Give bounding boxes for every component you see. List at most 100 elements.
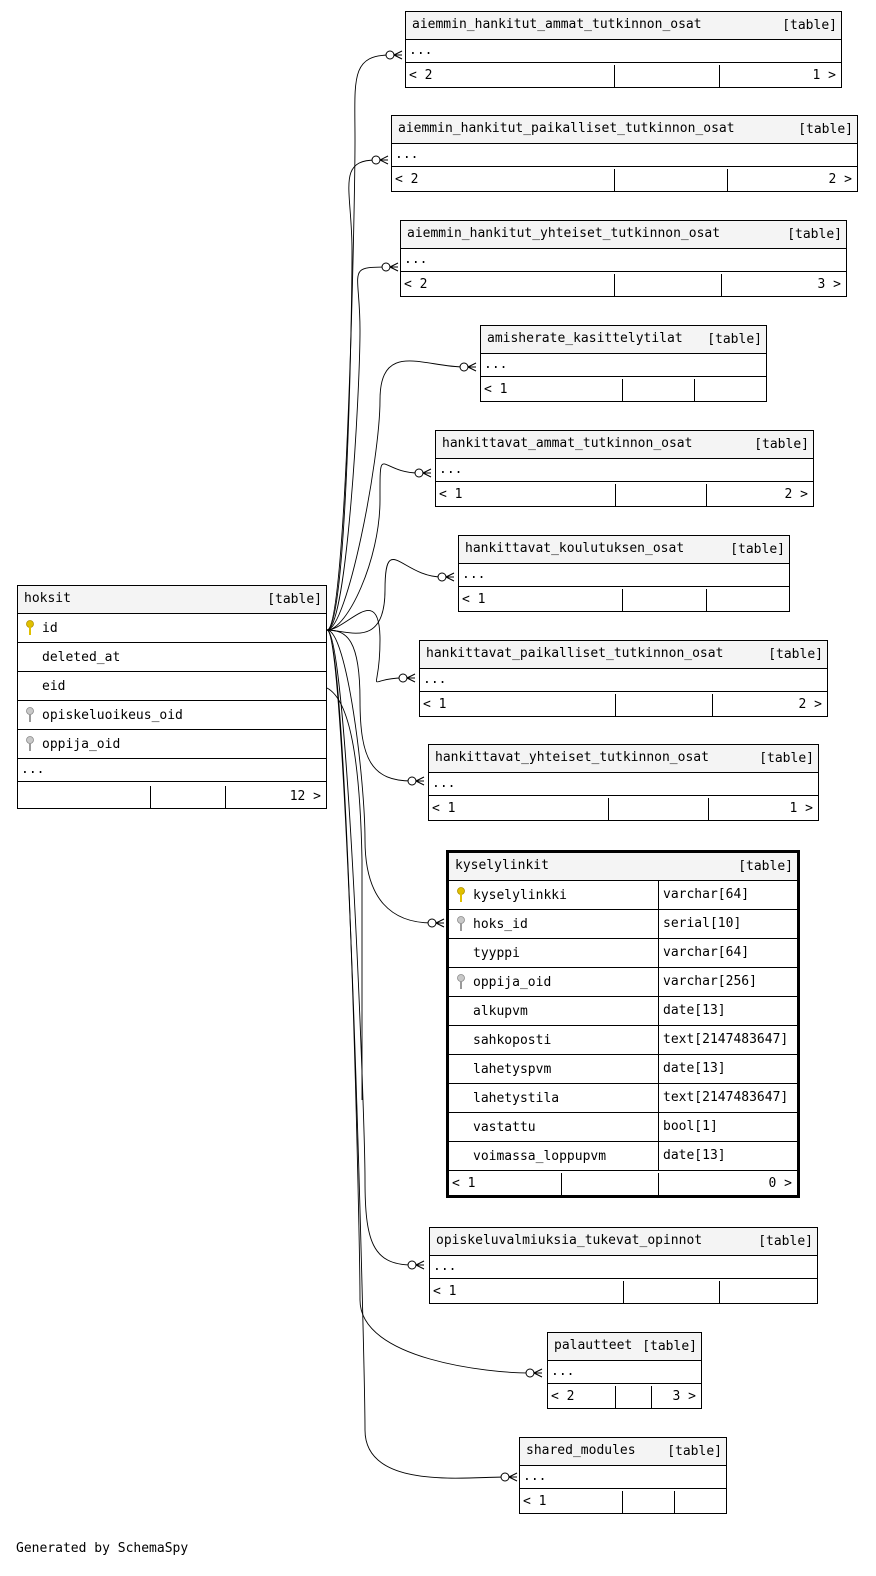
column-row[interactable]: eid	[18, 672, 326, 701]
table-amisherate_kasittelytilat[interactable]: amisherate_kasittelytilat[table]...< 1	[480, 325, 767, 402]
generator-credit: Generated by SchemaSpy	[16, 1541, 189, 1556]
more-columns: ...	[436, 459, 813, 482]
table-kind: [table]	[642, 1339, 697, 1354]
parents-count[interactable]: < 1	[523, 1494, 547, 1509]
crows-foot-marker	[467, 362, 477, 372]
table-footer: < 1 0 >	[449, 1173, 797, 1195]
parents-count[interactable]: < 1	[433, 1284, 457, 1299]
column-name: deleted_at	[42, 650, 121, 665]
column-row[interactable]: tyyppi varchar[64]	[449, 939, 797, 968]
relationship-line	[326, 629, 531, 1374]
table-footer: < 1	[481, 379, 766, 401]
children-count[interactable]: 3 >	[672, 1389, 696, 1404]
children-count[interactable]: 2 >	[784, 487, 808, 502]
children-count[interactable]: 2 >	[828, 172, 852, 187]
children-count[interactable]: 1 >	[812, 68, 836, 83]
table-aiemmin_hankitut_paikalliset_tutkinnon_osat[interactable]: aiemmin_hankitut_paikalliset_tutkinnon_o…	[391, 115, 858, 192]
column-name: lahetyspvm	[473, 1062, 552, 1077]
crows-foot-marker	[533, 1368, 543, 1378]
table-hankittavat_ammat_tutkinnon_osat[interactable]: hankittavat_ammat_tutkinnon_osat[table].…	[435, 430, 814, 507]
parents-count[interactable]: < 1	[439, 487, 463, 502]
table-hoksit[interactable]: hoksit [table] id deleted_at eid opiskel…	[17, 585, 327, 809]
column-row[interactable]: sahkoposti text[2147483647]	[449, 1026, 797, 1055]
primary-key-icon	[25, 620, 35, 640]
table-opiskeluvalmiuksia_tukevat_opinnot[interactable]: opiskeluvalmiuksia_tukevat_opinnot[table…	[429, 1227, 818, 1304]
crows-foot-marker	[389, 262, 399, 272]
column-name: tyyppi	[473, 946, 520, 961]
parents-count[interactable]: < 2	[395, 172, 419, 187]
ellipsis-text: ...	[523, 1469, 547, 1484]
column-row[interactable]: opiskeluoikeus_oid	[18, 701, 326, 730]
crows-foot-marker	[422, 468, 432, 478]
more-columns: ...	[18, 759, 326, 782]
crows-foot-marker	[415, 1260, 425, 1270]
parents-count[interactable]: < 1	[484, 382, 508, 397]
crows-foot-marker	[415, 776, 425, 786]
column-type: varchar[64]	[658, 881, 797, 909]
ellipsis-text: ...	[423, 672, 447, 687]
table-hankittavat_yhteiset_tutkinnon_osat[interactable]: hankittavat_yhteiset_tutkinnon_osat [tabl…	[428, 744, 819, 821]
ellipsis-text: ...	[484, 357, 508, 372]
table-header: hoksit [table]	[18, 586, 326, 614]
table-footer: < 1 2 >	[420, 694, 827, 716]
table-aiemmin_hankitut_ammat_tutkinnon_osat[interactable]: aiemmin_hankitut_ammat_tutkinnon_osat[ta…	[405, 11, 842, 88]
table-kind: [table]	[759, 751, 814, 766]
parents-count[interactable]: < 2	[551, 1389, 575, 1404]
children-count[interactable]: 3 >	[817, 277, 841, 292]
zero-cardinality-marker	[414, 468, 424, 478]
children-count[interactable]: 1 >	[789, 801, 813, 816]
column-row[interactable]: deleted_at	[18, 643, 326, 672]
column-row[interactable]: oppija_oid	[18, 730, 326, 759]
parents-count[interactable]: < 1	[462, 592, 486, 607]
parents-count[interactable]: < 1	[423, 697, 447, 712]
column-type: varchar[64]	[658, 939, 797, 967]
table-header: hankittavat_yhteiset_tutkinnon_osat [tabl…	[429, 745, 818, 773]
parents-count[interactable]: < 1	[452, 1176, 476, 1191]
zero-cardinality-marker	[371, 155, 381, 165]
column-type: date[13]	[658, 997, 797, 1025]
parents-count[interactable]: < 2	[409, 68, 433, 83]
column-row[interactable]: id	[18, 614, 326, 643]
table-footer: < 2 3 >	[548, 1386, 701, 1408]
table-name: hankittavat_yhteiset_tutkinnon_osat	[435, 750, 709, 765]
table-hankittavat_paikalliset_tutkinnon_osat[interactable]: hankittavat_paikalliset_tutkinnon_osat[t…	[419, 640, 828, 717]
table-shared_modules[interactable]: shared_modules[table]...< 1	[519, 1437, 727, 1514]
column-type: text[2147483647]	[658, 1026, 797, 1054]
table-name: amisherate_kasittelytilat	[487, 331, 683, 346]
more-columns: ...	[548, 1361, 701, 1384]
zero-cardinality-marker	[398, 673, 408, 683]
children-count[interactable]: 0 >	[768, 1176, 792, 1191]
table-hankittavat_koulutuksen_osat[interactable]: hankittavat_koulutuksen_osat[table]...< …	[458, 535, 790, 612]
table-header: aiemmin_hankitut_yhteiset_tutkinnon_osat…	[401, 221, 846, 249]
ellipsis-text: ...	[21, 762, 45, 777]
crows-foot-marker	[435, 918, 445, 928]
column-name: hoks_id	[473, 917, 528, 932]
table-aiemmin_hankitut_yhteiset_tutkinnon_osat[interactable]: aiemmin_hankitut_yhteiset_tutkinnon_osat…	[400, 220, 847, 297]
column-name: sahkoposti	[473, 1033, 552, 1048]
ellipsis-text: ...	[439, 462, 463, 477]
table-kind: [table]	[768, 647, 823, 662]
children-count[interactable]: 12 >	[289, 789, 321, 804]
children-count[interactable]	[812, 1281, 817, 1303]
table-footer: < 1 2 >	[436, 484, 813, 506]
parents-count[interactable]: < 2	[404, 277, 428, 292]
children-count[interactable]	[721, 1491, 726, 1513]
relationship-line	[326, 610, 404, 683]
crows-foot-marker	[393, 50, 403, 60]
table-footer: 12 >	[18, 786, 326, 808]
children-count[interactable]	[784, 589, 789, 611]
children-count[interactable]	[761, 379, 766, 401]
crows-foot-marker	[379, 155, 389, 165]
children-count[interactable]: 2 >	[798, 697, 822, 712]
parents-count[interactable]: < 1	[432, 801, 456, 816]
